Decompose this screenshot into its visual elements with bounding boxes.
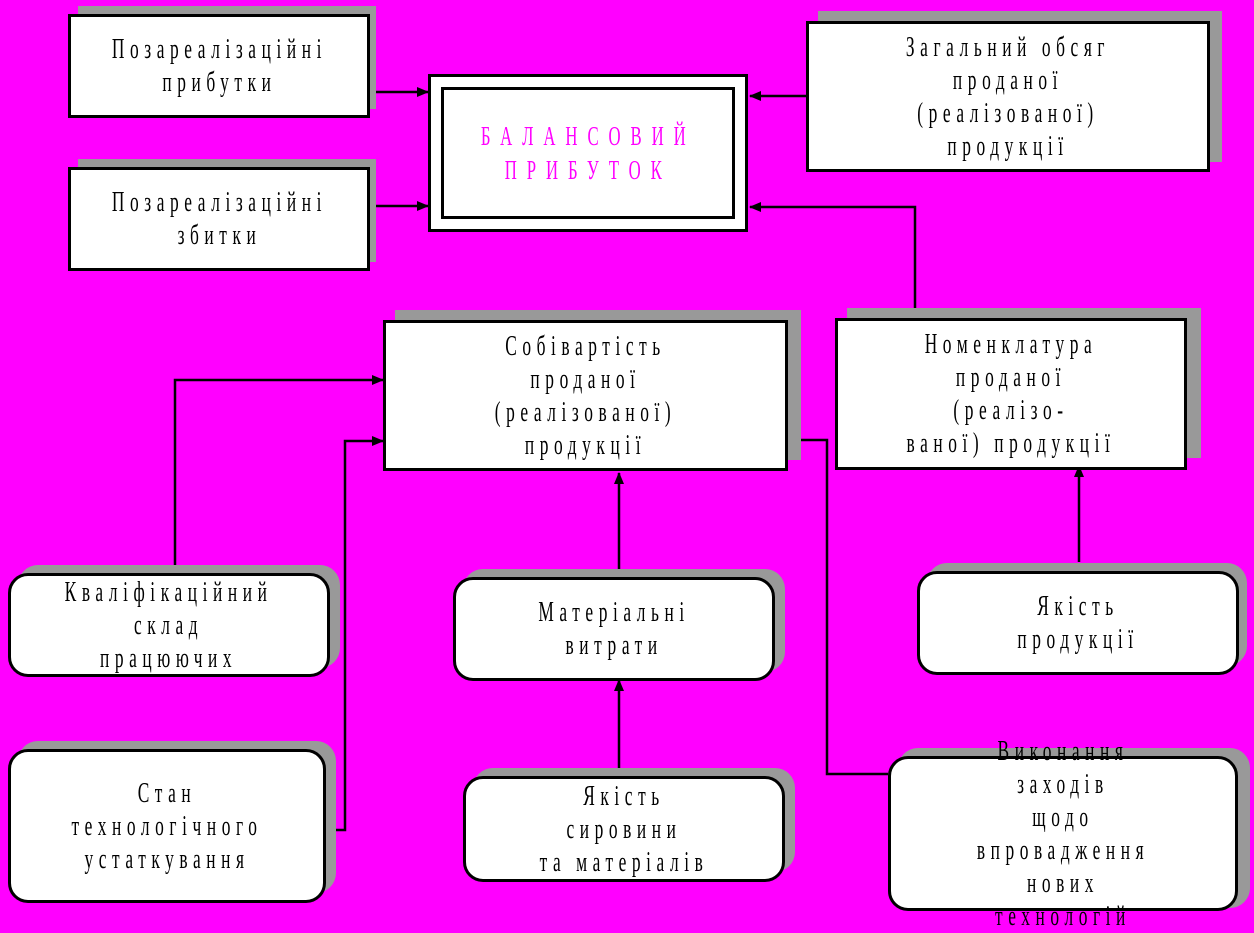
material-costs-box: Матеріальні витрати <box>453 577 775 681</box>
balance-profit-box: БАЛАНСОВИЙ ПРИБУТОК <box>428 74 748 232</box>
balance-profit-inner-frame: БАЛАНСОВИЙ ПРИБУТОК <box>441 87 735 219</box>
raw-material-quality-box: Якість сировини та матеріалів <box>463 776 785 882</box>
product-nomenclature-box: Номенклатура проданої (реалізо- ваної) п… <box>835 318 1187 470</box>
arrow-qualification-to-cost <box>173 375 384 565</box>
new-tech-measures-label: Виконання заходів щодо впровадження нови… <box>976 735 1150 932</box>
arrow-equipment-to-cost <box>328 436 384 832</box>
equipment-condition-box: Стан технологічного устаткування <box>8 749 326 903</box>
workforce-qualification-box: Кваліфікаційний склад працюючих <box>8 573 330 677</box>
arrow-newtech-to-cost <box>787 435 888 776</box>
product-nomenclature-label: Номенклатура проданої (реалізо- ваної) п… <box>906 329 1116 459</box>
raw-material-quality-label: Якість сировини та матеріалів <box>539 780 709 878</box>
product-quality-label: Якість продукції <box>1017 591 1139 655</box>
cost-of-sales-box: Собівартість проданої (реалізованої) про… <box>383 320 788 471</box>
product-quality-box: Якість продукції <box>917 571 1239 675</box>
nonoperating-income-box: Позареалізаційні прибутки <box>68 14 370 118</box>
new-tech-measures-box: Виконання заходів щодо впровадження нови… <box>888 736 1238 932</box>
total-sales-volume-label: Загальний обсяг проданої (реалізованої) … <box>905 31 1111 162</box>
material-costs-label: Матеріальні витрати <box>538 597 690 661</box>
nonoperating-losses-label: Позареалізаційні збитки <box>111 187 327 251</box>
nonoperating-losses-box: Позареалізаційні збитки <box>68 167 370 271</box>
balance-profit-label: БАЛАНСОВИЙ ПРИБУТОК <box>480 121 696 185</box>
workforce-qualification-label: Кваліфікаційний склад працюючих <box>65 576 273 674</box>
total-sales-volume-box: Загальний обсяг проданої (реалізованої) … <box>806 21 1210 172</box>
cost-of-sales-label: Собівартість проданої (реалізованої) про… <box>494 330 677 461</box>
equipment-condition-label: Стан технологічного устаткування <box>71 777 263 875</box>
arrow-nomenclature-to-profit <box>749 202 917 318</box>
nonoperating-income-label: Позареалізаційні прибутки <box>111 34 327 98</box>
